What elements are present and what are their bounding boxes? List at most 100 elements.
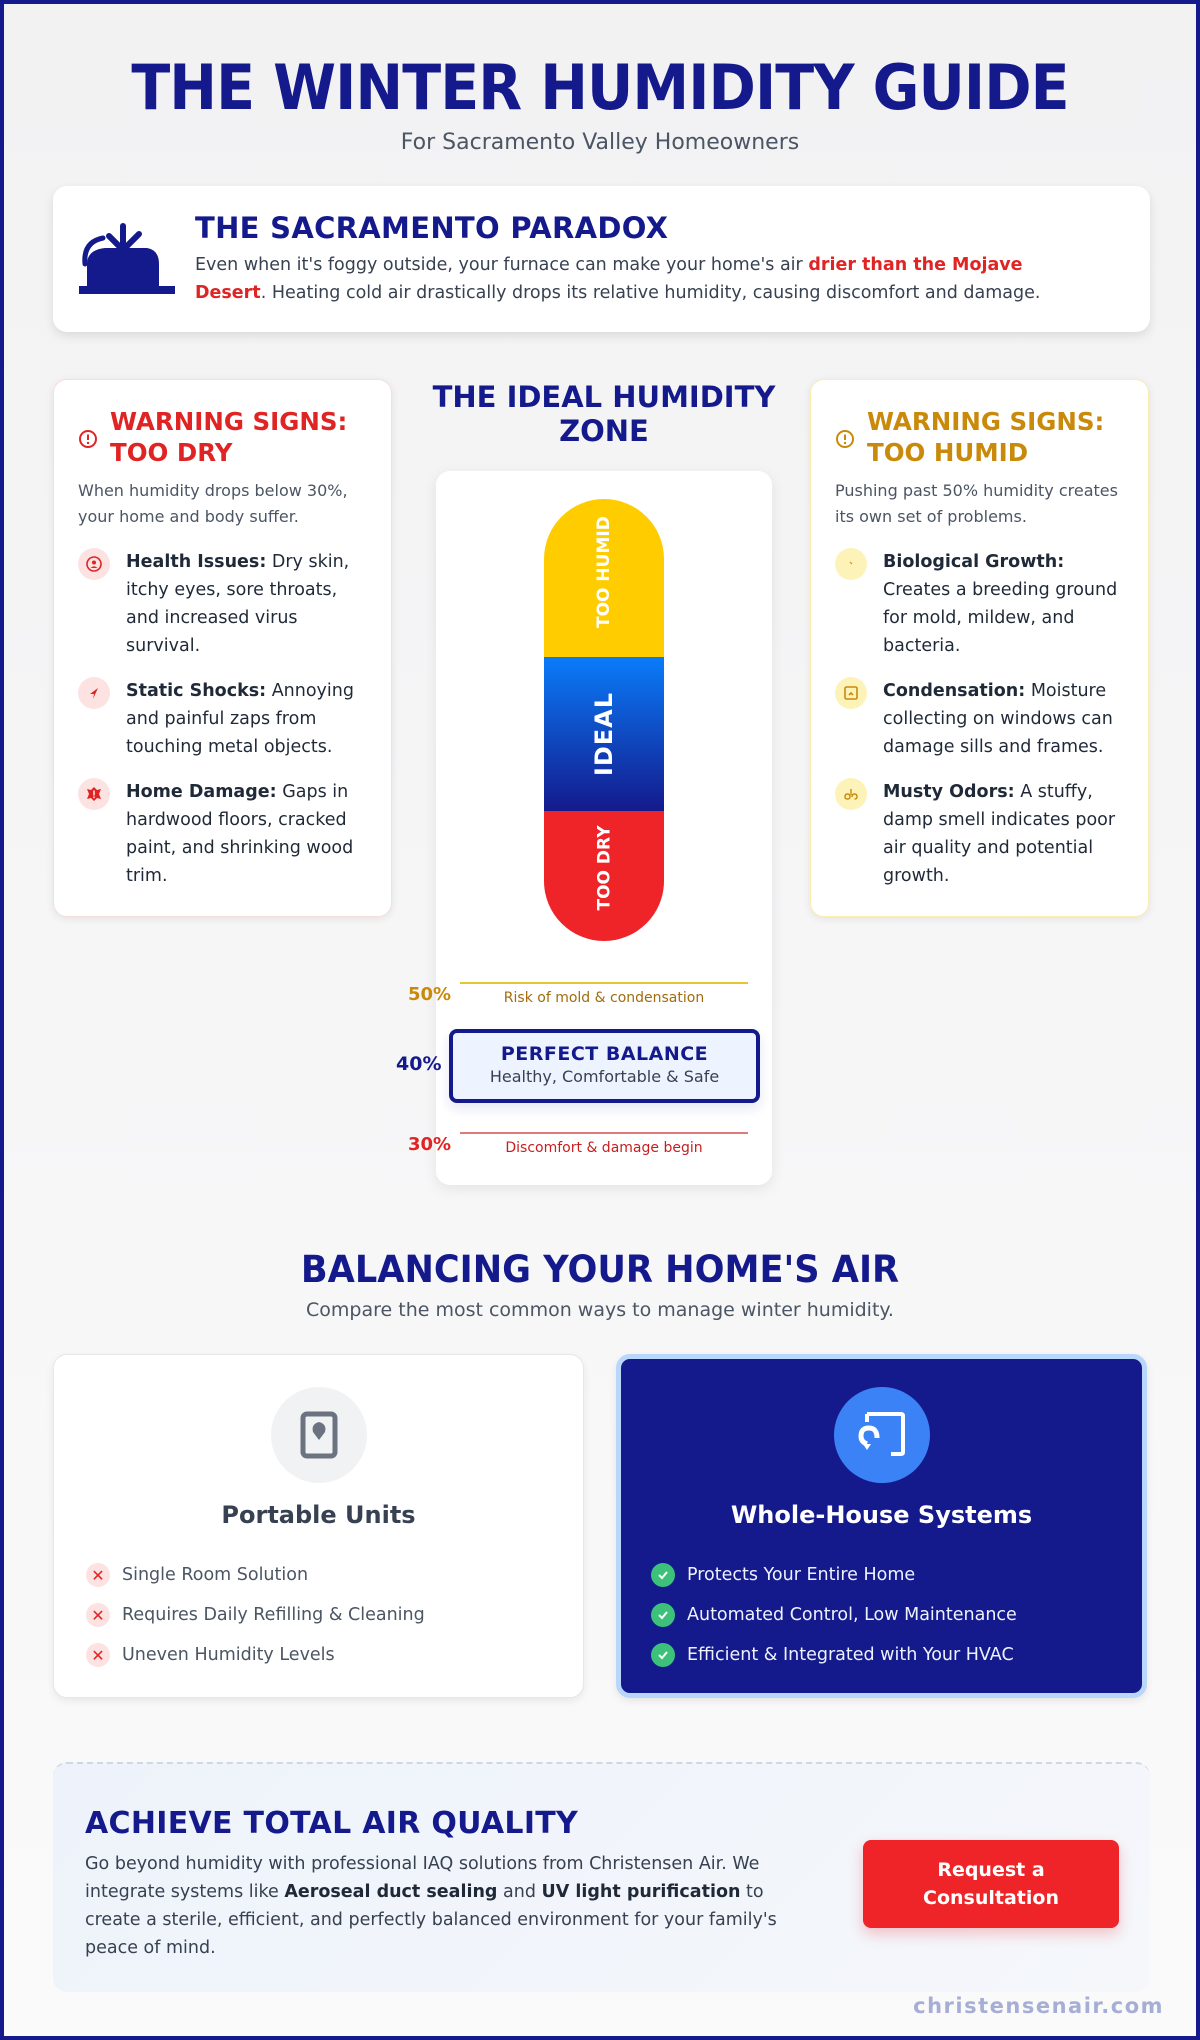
paradox-body: Even when it's foggy outside, your furna… <box>195 251 1095 307</box>
item-text: Gaps in hardwood floors, cracked paint, … <box>126 782 354 886</box>
balancing-title: BALANCING YOUR HOME'S AIR <box>300 1248 900 1291</box>
gauge-ideal: IDEAL <box>544 657 664 811</box>
cta-body: Go beyond humidity with professional IAQ… <box>85 1850 805 1962</box>
balancing-header: BALANCING YOUR HOME'S AIR Compare the mo… <box>4 1248 1196 1321</box>
marker-note: Risk of mold & condensation <box>503 990 705 1006</box>
page-title: THE WINTER HUMIDITY GUIDE <box>131 51 1069 124</box>
list-item: Automated Control, Low Maintenance <box>651 1595 1017 1635</box>
item-label: Static Shocks: <box>126 681 267 701</box>
whole-house-system-icon <box>833 1387 930 1483</box>
list-item: ✕ Uneven Humidity Levels <box>86 1635 425 1675</box>
too-humid-title: WARNING SIGNS: TOO HUMID <box>867 407 1105 467</box>
list-item: Efficient & Integrated with Your HVAC <box>651 1635 1017 1675</box>
check-icon <box>651 1643 675 1667</box>
too-humid-list: Biological Growth: Creates a breeding gr… <box>835 548 1124 890</box>
check-icon <box>651 1603 675 1627</box>
whole-house-title: Whole-House Systems <box>730 1501 1033 1529</box>
paradox-card: THE SACRAMENTO PARADOX Even when it's fo… <box>53 186 1150 332</box>
paradox-title: THE SACRAMENTO PARADOX <box>195 211 669 245</box>
item-label: Condensation: <box>883 681 1026 701</box>
bacteria-icon <box>835 548 867 580</box>
request-consultation-button[interactable]: Request a Consultation <box>863 1840 1119 1928</box>
portable-units-list: ✕ Single Room Solution ✕ Requires Daily … <box>86 1555 425 1675</box>
cta-title: ACHIEVE TOTAL AIR QUALITY <box>85 1806 579 1841</box>
marker-line <box>460 1132 748 1134</box>
item-text: Requires Daily Refilling & Cleaning <box>122 1605 425 1625</box>
portable-humidifier-icon <box>270 1387 367 1483</box>
perfect-balance-title: PERFECT BALANCE <box>500 1043 709 1065</box>
footer-url-link[interactable]: christensenair.com <box>913 1994 1164 2018</box>
ideal-zone-card: TOO HUMID IDEAL TOO DRY 50% Risk of mold… <box>396 471 772 1185</box>
alert-circle-icon <box>835 429 855 449</box>
gauge-too-humid: TOO HUMID <box>544 499 664 657</box>
odor-icon <box>835 778 867 810</box>
item-label: Health Issues: <box>126 552 267 572</box>
house-damage-icon <box>78 778 110 810</box>
too-dry-card: WARNING SIGNS: TOO DRY When humidity dro… <box>53 379 392 917</box>
item-label: Home Damage: <box>126 782 277 802</box>
humidifier-icon <box>77 220 177 304</box>
list-item: Home Damage: Gaps in hardwood floors, cr… <box>78 778 367 890</box>
whole-house-list: Protects Your Entire Home Automated Cont… <box>651 1555 1017 1675</box>
marker-line <box>460 982 748 984</box>
perfect-balance-note: Healthy, Comfortable & Safe <box>489 1067 720 1086</box>
x-icon: ✕ <box>86 1603 110 1627</box>
list-item: Condensation: Moisture collecting on win… <box>835 677 1124 761</box>
item-text: Single Room Solution <box>122 1565 309 1585</box>
paradox-highlight: drier than the Mojave Desert <box>195 255 1023 303</box>
list-item: Musty Odors: A stuffy, damp smell indica… <box>835 778 1124 890</box>
item-label: Musty Odors: <box>883 782 1015 802</box>
portable-units-title: Portable Units <box>221 1501 416 1529</box>
item-text: Creates a breeding ground for mold, mild… <box>883 580 1118 656</box>
paradox-body-end: . Heating cold air drastically drops its… <box>260 283 1041 303</box>
cta-body-part: Go beyond humidity with professional IAQ… <box>85 1854 760 1902</box>
cta-body-part: to create a sterile, efficient, and perf… <box>85 1882 777 1958</box>
too-dry-list: Health Issues: Dry skin, itchy eyes, sor… <box>78 548 367 890</box>
list-item: Biological Growth: Creates a breeding gr… <box>835 548 1124 660</box>
cta-body-bold: UV light purification <box>541 1882 741 1902</box>
list-item: ✕ Requires Daily Refilling & Cleaning <box>86 1595 425 1635</box>
marker-percent: 30% <box>408 1134 452 1155</box>
marker-percent: 50% <box>408 984 452 1005</box>
cta-body-part: and <box>497 1882 542 1902</box>
too-dry-intro: When humidity drops below 30%, your home… <box>78 481 348 526</box>
item-label: Biological Growth: <box>883 552 1065 572</box>
lightning-icon <box>78 677 110 709</box>
too-humid-card: WARNING SIGNS: TOO HUMID Pushing past 50… <box>810 379 1149 917</box>
ideal-zone-title: THE IDEAL HUMIDITY ZONE <box>432 380 776 448</box>
item-text: Annoying and painful zaps from touching … <box>126 681 354 757</box>
header: THE WINTER HUMIDITY GUIDE For Sacramento… <box>4 4 1196 156</box>
humidity-gauge: TOO HUMID IDEAL TOO DRY <box>544 499 664 941</box>
item-text: Uneven Humidity Levels <box>122 1645 335 1665</box>
marker-note: Discomfort & damage begin <box>505 1140 703 1156</box>
too-dry-label: TOO DRY <box>594 825 614 911</box>
button-label: Request a Consultation <box>923 1859 1059 1909</box>
list-item: ✕ Single Room Solution <box>86 1555 425 1595</box>
list-item: Static Shocks: Annoying and painful zaps… <box>78 677 367 761</box>
whole-house-card: Whole-House Systems Protects Your Entire… <box>616 1354 1147 1698</box>
item-text: Moisture collecting on windows can damag… <box>883 681 1113 757</box>
check-icon <box>651 1563 675 1587</box>
list-item: Protects Your Entire Home <box>651 1555 1017 1595</box>
item-text: A stuffy, damp smell indicates poor air … <box>883 782 1116 886</box>
gauge-too-dry: TOO DRY <box>544 811 664 941</box>
x-icon: ✕ <box>86 1563 110 1587</box>
perfect-balance-box: PERFECT BALANCE Healthy, Comfortable & S… <box>449 1029 760 1103</box>
cta-body-bold: Aeroseal duct sealing <box>284 1882 498 1902</box>
alert-circle-icon <box>78 429 98 449</box>
too-dry-title: WARNING SIGNS: TOO DRY <box>110 407 348 467</box>
marker-40-percent: 40% <box>396 1053 442 1075</box>
face-icon <box>78 548 110 580</box>
too-humid-intro: Pushing past 50% humidity creates its ow… <box>835 481 1118 526</box>
item-text: Automated Control, Low Maintenance <box>687 1605 1017 1625</box>
too-humid-label: TOO HUMID <box>594 516 614 628</box>
window-icon <box>835 677 867 709</box>
ideal-label: IDEAL <box>590 691 618 777</box>
item-text: Efficient & Integrated with Your HVAC <box>687 1645 1014 1665</box>
item-text: Dry skin, itchy eyes, sore throats, and … <box>126 552 350 656</box>
portable-units-card: Portable Units ✕ Single Room Solution ✕ … <box>53 1354 584 1698</box>
paradox-body-start: Even when it's foggy outside, your furna… <box>195 255 809 275</box>
item-text: Protects Your Entire Home <box>687 1565 916 1585</box>
balancing-subtitle: Compare the most common ways to manage w… <box>306 1299 894 1321</box>
